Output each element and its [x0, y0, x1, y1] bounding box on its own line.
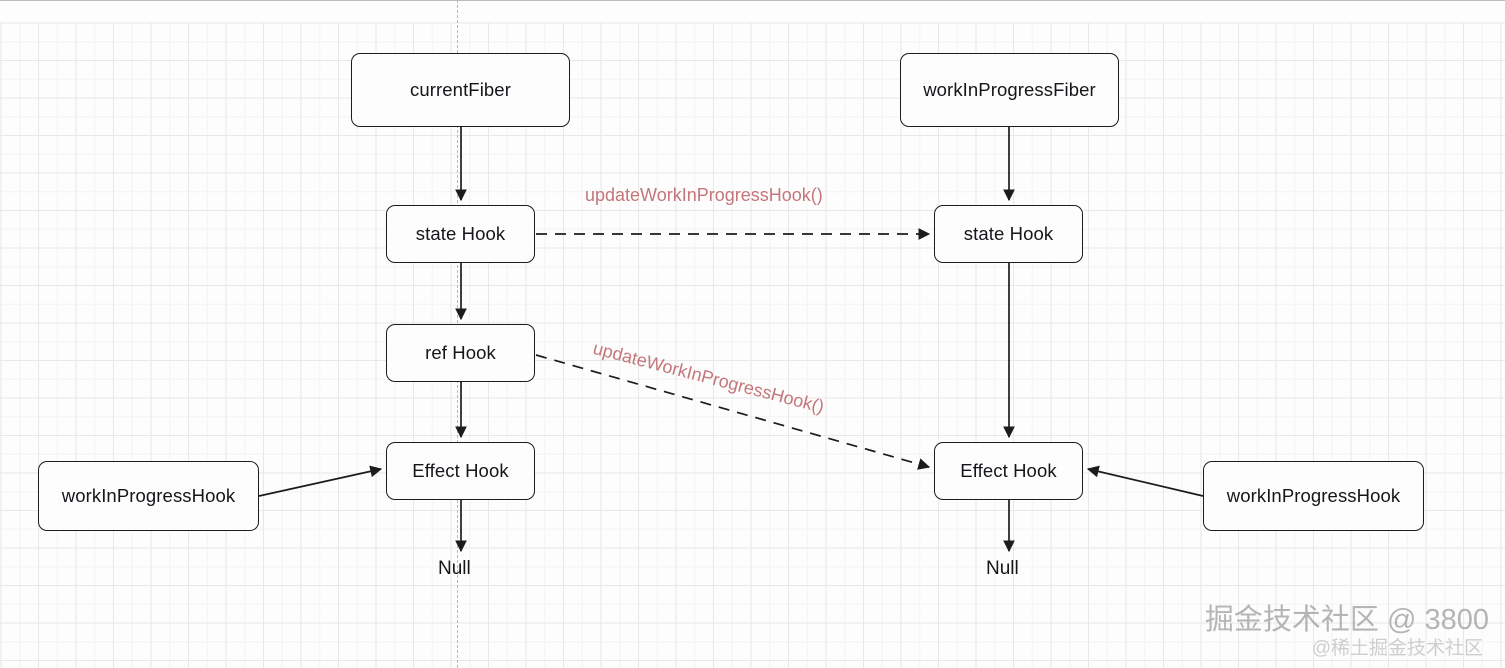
node-label: workInProgressHook [1226, 485, 1401, 506]
node-label: ref Hook [425, 342, 496, 363]
node-current-fiber[interactable]: currentFiber [351, 53, 570, 127]
edge-ref-hook-dashed [535, 354, 931, 470]
edge-label-state-hook-update: updateWorkInProgressHook() [585, 185, 823, 205]
edge-left-wip-hook-to-effect-hook [258, 465, 383, 497]
node-current-ref-hook[interactable]: ref Hook [386, 324, 535, 382]
node-label: state Hook [963, 223, 1054, 244]
node-wip-state-hook[interactable]: state Hook [934, 205, 1083, 263]
watermark-sub-text: @稀土掘金技术社区 [1311, 638, 1483, 659]
node-right-work-in-progress-hook[interactable]: workInProgressHook [1203, 461, 1424, 531]
node-label: state Hook [415, 223, 506, 244]
grid-background [0, 22, 1505, 668]
node-work-in-progress-fiber[interactable]: workInProgressFiber [900, 53, 1119, 127]
node-left-work-in-progress-hook[interactable]: workInProgressHook [38, 461, 259, 531]
node-label: Effect Hook [412, 460, 509, 481]
watermark-main-text: 掘金技术社区 @ 3800 [1204, 604, 1489, 636]
terminal-label-wip-null: Null [986, 558, 1019, 579]
edge-right-wip-hook-to-effect-hook [1086, 465, 1204, 497]
node-label: currentFiber [410, 79, 511, 100]
node-label: workInProgressHook [61, 485, 236, 506]
node-label: Effect Hook [960, 460, 1057, 481]
terminal-label-current-null: Null [438, 558, 471, 579]
node-current-state-hook[interactable]: state Hook [386, 205, 535, 263]
top-rule-divider [0, 0, 1505, 1]
node-current-effect-hook[interactable]: Effect Hook [386, 442, 535, 500]
node-label: workInProgressFiber [923, 79, 1096, 100]
node-wip-effect-hook[interactable]: Effect Hook [934, 442, 1083, 500]
